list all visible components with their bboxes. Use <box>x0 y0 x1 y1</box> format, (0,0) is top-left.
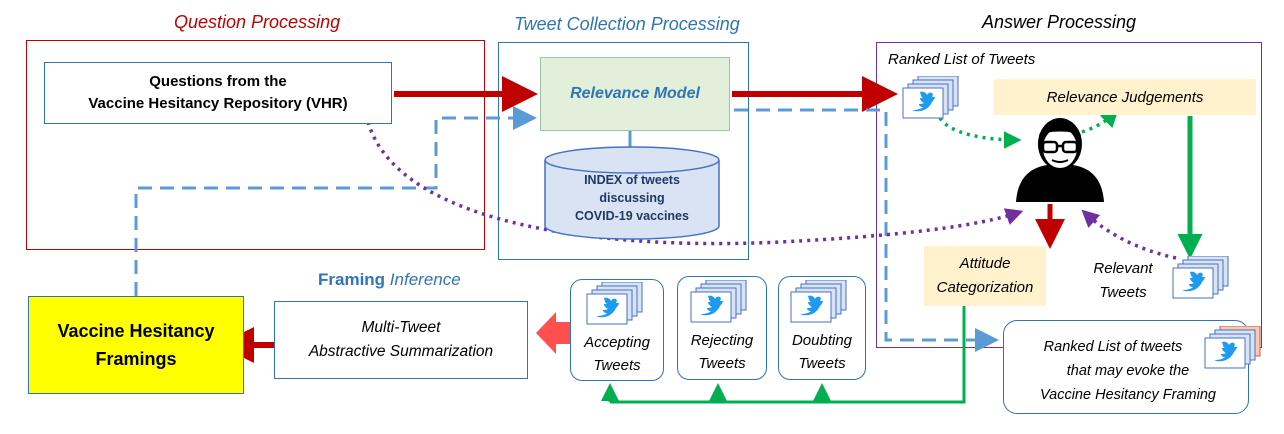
ranked-evoke-tweets-icon <box>1204 326 1261 369</box>
dotted-relevant-to-person <box>1081 209 1177 260</box>
relevance-model-label: Relevance Model <box>570 85 700 102</box>
relevant-line-2: Tweets <box>1099 284 1147 301</box>
rejecting-line-2: Tweets <box>698 355 746 372</box>
block-arrow-to-summarization <box>536 312 570 354</box>
vaccine-hesitancy-framings-box: Vaccine Hesitancy Framings <box>28 296 244 394</box>
ranked-evoke-text: Ranked List of tweets that may evoke the… <box>1012 335 1244 407</box>
accepting-tweets-icon <box>586 282 643 325</box>
relevance-model-box: Relevance Model <box>540 57 730 131</box>
ranked-evoke-line-1: Ranked List of tweets <box>1043 339 1183 355</box>
rejecting-tweets-icon <box>690 280 747 323</box>
ranked-tweets-icon <box>902 76 959 119</box>
dotted-ranked-to-person <box>938 116 1022 149</box>
attitude-categorization-box: Attitude Categorization <box>924 246 1046 306</box>
summarization-line-2: Abstractive Summarization <box>308 343 494 360</box>
summarization-box: Multi-Tweet Abstractive Summarization <box>274 301 528 379</box>
ranked-evoke-line-2: that may evoke the <box>1066 363 1190 379</box>
index-line-2: discussing <box>599 191 665 205</box>
framing-label-italic: Inference <box>389 270 461 289</box>
relevant-line-1: Relevant <box>1093 260 1153 277</box>
doubting-line-1: Doubting <box>791 332 853 349</box>
relevant-tweets-icon <box>1172 256 1229 299</box>
doubting-tweets-label: Doubting Tweets <box>778 328 866 376</box>
accepting-line-1: Accepting <box>584 334 650 351</box>
rejecting-tweets-label: Rejecting Tweets <box>677 328 767 376</box>
accepting-tweets-label: Accepting Tweets <box>570 330 664 378</box>
doubting-tweets-icon <box>790 280 847 323</box>
vhr-questions-box: Questions from the Vaccine Hesitancy Rep… <box>44 62 392 124</box>
rejecting-line-1: Rejecting <box>690 332 754 349</box>
index-cylinder-icon <box>544 146 720 240</box>
attitude-line-1: Attitude <box>959 255 1011 272</box>
vhr-line-2: Vaccine Hesitancy Repository (VHR) <box>88 95 348 112</box>
doubting-line-2: Tweets <box>798 355 846 372</box>
ranked-list-label: Ranked List of Tweets <box>888 51 1036 68</box>
vhr-line-1: Questions from the <box>149 73 287 90</box>
relevance-judgements-box: Relevance Judgements <box>994 79 1256 115</box>
attitude-line-2: Categorization <box>936 279 1034 296</box>
question-processing-frame <box>26 40 485 250</box>
tweet-collection-frame <box>498 42 749 260</box>
framings-line-1: Vaccine Hesitancy <box>57 321 215 341</box>
annotator-person-icon <box>1016 118 1104 202</box>
index-line-3: COVID-19 vaccines <box>575 209 689 223</box>
green-attitude-to-categories <box>610 304 966 404</box>
ranked-evoke-line-3: Vaccine Hesitancy Framing <box>1040 387 1216 403</box>
framing-inference-label: Framing Inference <box>318 270 461 290</box>
index-line-1: INDEX of tweets <box>584 173 680 187</box>
framing-label-bold: Framing <box>318 270 386 289</box>
answer-processing-title: Answer Processing <box>982 12 1137 32</box>
framings-line-2: Framings <box>95 349 177 369</box>
accepting-line-2: Tweets <box>593 357 641 374</box>
summarization-line-1: Multi-Tweet <box>361 319 441 336</box>
relevance-judgements-label: Relevance Judgements <box>1046 88 1204 106</box>
question-processing-title: Question Processing <box>174 12 341 32</box>
relevant-tweets-label: Relevant Tweets <box>1078 257 1168 305</box>
index-label: INDEX of tweets discussing COVID-19 vacc… <box>544 170 720 226</box>
tweet-collection-title: Tweet Collection Processing <box>514 14 740 34</box>
dashed-framings-to-model <box>134 106 537 296</box>
dashed-model-to-evoke <box>734 108 999 352</box>
